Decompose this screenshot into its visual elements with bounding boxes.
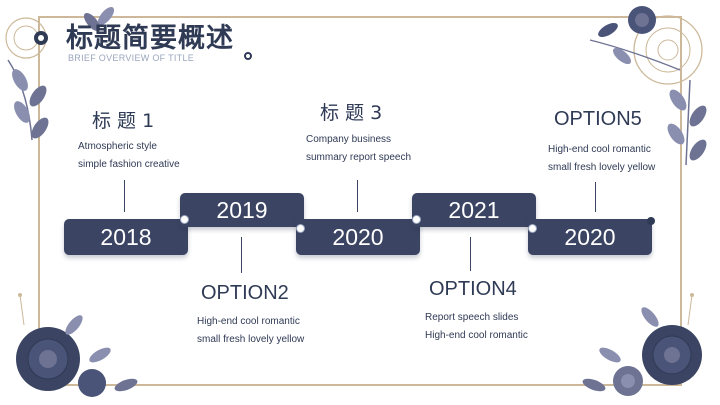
timeline-year-4: 2021 [448,197,500,223]
item-heading-1: 标 题 1 [92,110,155,132]
floral-top-left-decoration [5,6,115,141]
item-desc-line: Report speech slides [425,312,519,323]
item-desc-line: simple fashion creative [78,159,180,170]
timeline-block-1: 2018 [64,219,188,255]
timeline-year-2: 2019 [216,197,268,223]
gold-frame [38,16,682,386]
floral-bottom-left-decoration [16,293,138,397]
item-heading-2: OPTION2 [201,282,289,304]
timeline-block-3: 2020 [296,219,420,255]
page-subtitle: BRIEF OVERVIEW OF TITLE [68,53,195,63]
timeline-block-2: 2019 [180,193,304,227]
item-desc-3: Company business summary report speech [306,131,411,167]
timeline-notch [296,224,305,233]
title-bullet-dot [34,31,48,45]
item-desc-5: High-end cool romantic small fresh lovel… [548,141,655,177]
connector-line-5 [595,182,596,212]
title-accent-dot [244,52,252,60]
item-desc-line: summary report speech [306,152,412,163]
timeline-notch [528,224,537,233]
timeline-year-5: 2020 [564,224,616,250]
connector-line-1 [124,180,125,212]
item-desc-1: Atmospheric style simple fashion creativ… [78,138,180,174]
item-heading-4: OPTION4 [429,278,517,300]
item-desc-line: High-end cool romantic [548,144,651,155]
timeline-year-3: 2020 [332,224,384,250]
item-desc-line: Company business [306,134,392,145]
item-desc-line: Atmospheric style [78,141,157,152]
timeline-end-dot [647,217,655,225]
item-desc-line: small fresh lovely yellow [548,162,656,173]
page-title: 标题简要概述 [66,23,234,54]
floral-bottom-right-decoration [582,293,702,396]
connector-line-2 [241,237,242,273]
connector-line-4 [470,237,471,271]
timeline-year-1: 2018 [100,224,152,250]
item-desc-line: High-end cool romantic [425,330,528,341]
item-desc-line: High-end cool romantic [197,316,300,327]
item-heading-5: OPTION5 [554,108,642,130]
item-heading-3: 标 题 3 [320,102,383,124]
connector-line-3 [357,180,358,212]
timeline-notch [180,215,189,224]
item-desc-2: High-end cool romantic small fresh lovel… [197,313,304,349]
item-desc-line: small fresh lovely yellow [197,334,305,345]
timeline-notch [412,215,421,224]
timeline-block-4: 2021 [412,193,536,227]
floral-top-right-decoration [589,6,707,166]
timeline-block-5: 2020 [528,219,652,255]
item-desc-4: Report speech slides High-end cool roman… [425,309,528,345]
